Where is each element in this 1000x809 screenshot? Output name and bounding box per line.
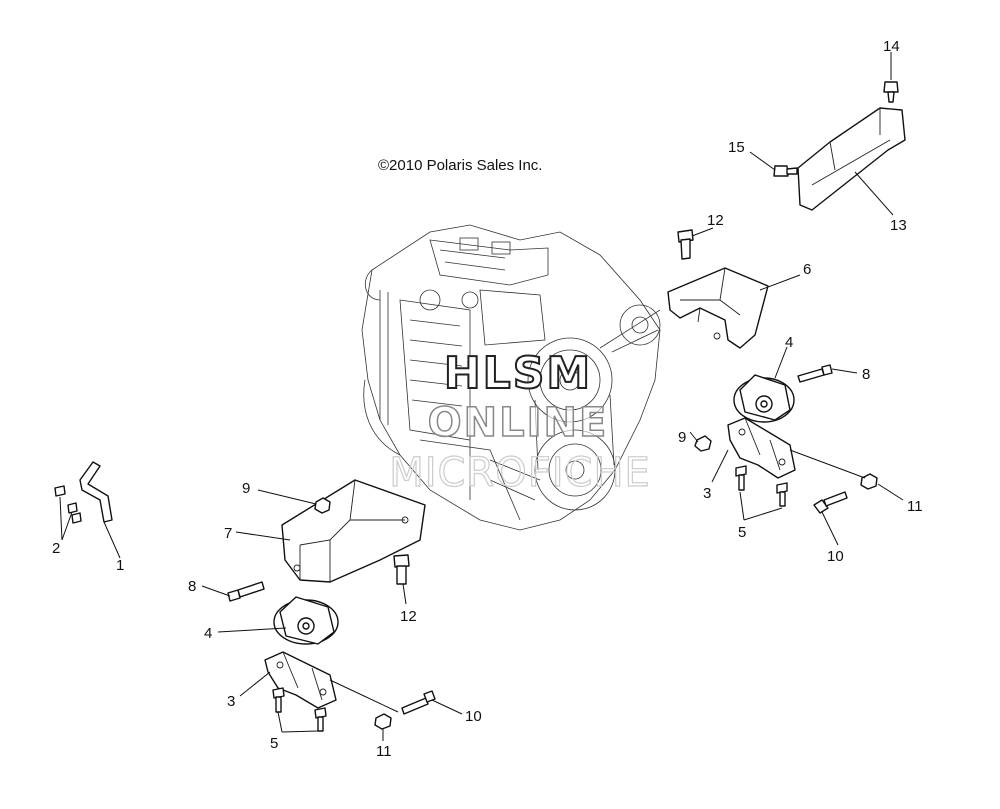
watermark-line-1: HLSM: [444, 348, 592, 399]
assembly-line-right: [789, 449, 866, 479]
part-9-nut-right: [694, 435, 712, 452]
part-12-bolt-left: [393, 554, 410, 585]
part-2-screws: [54, 485, 82, 524]
part-4-mount-right: [733, 374, 795, 423]
watermark-line-3: MICROFICHE: [389, 450, 651, 496]
assembly-line-left: [329, 679, 399, 713]
callout-8-right: 8: [862, 366, 870, 383]
part-10-bolt-left: [401, 690, 436, 715]
part-8-bolt-right: [797, 364, 833, 383]
callout-3-right: 3: [703, 485, 711, 502]
callout-14: 14: [883, 38, 900, 55]
part-5-bolts-left: [272, 687, 327, 732]
callout-6: 6: [803, 261, 811, 278]
watermark-line-2: ONLINE: [428, 400, 609, 446]
part-3-bracket-left: [264, 651, 337, 709]
part-3-bracket-right: [727, 417, 796, 479]
leader-lines: [59, 52, 904, 741]
callout-5-left: 5: [270, 735, 278, 752]
callout-10-left: 10: [465, 708, 482, 725]
callout-4-left: 4: [204, 625, 212, 642]
part-13-cover: [797, 107, 906, 211]
callout-2: 2: [52, 540, 60, 557]
part-5-bolts-right: [735, 465, 788, 507]
callout-1: 1: [116, 557, 124, 574]
part-11-nut-left: [374, 713, 392, 730]
callout-11-left: 11: [376, 743, 392, 760]
callout-10-right: 10: [827, 548, 844, 565]
callout-8-left: 8: [188, 578, 196, 595]
callout-12-left: 12: [400, 608, 417, 625]
callout-7: 7: [224, 525, 232, 542]
callout-4-right: 4: [785, 334, 793, 351]
copyright-notice: ©2010 Polaris Sales Inc.: [378, 157, 542, 174]
callout-11-right: 11: [907, 498, 923, 515]
callout-5-right: 5: [738, 524, 746, 541]
part-10-bolt-right: [813, 491, 848, 514]
callout-13: 13: [890, 217, 907, 234]
callout-15: 15: [728, 139, 745, 156]
part-12-bolt-top: [677, 229, 694, 260]
part-6-bracket: [667, 267, 769, 349]
part-8-bolt-left: [227, 581, 265, 602]
callout-9-right: 9: [678, 429, 686, 446]
part-1-bracket: [79, 461, 113, 523]
part-15-bolt: [773, 165, 798, 177]
part-4-mount-left: [273, 596, 339, 645]
callout-9-left: 9: [242, 480, 250, 497]
callout-12-top: 12: [707, 212, 724, 229]
part-9-nut-left: [314, 497, 331, 514]
part-14-screw: [883, 81, 899, 103]
callout-numbers: 14 15 13 12 6 4 8 9 3 11 5 10 2 1 9 7 8 …: [52, 38, 923, 760]
engine-illustration: [361, 224, 661, 531]
callout-3-left: 3: [227, 693, 235, 710]
part-11-nut-right: [860, 473, 878, 490]
